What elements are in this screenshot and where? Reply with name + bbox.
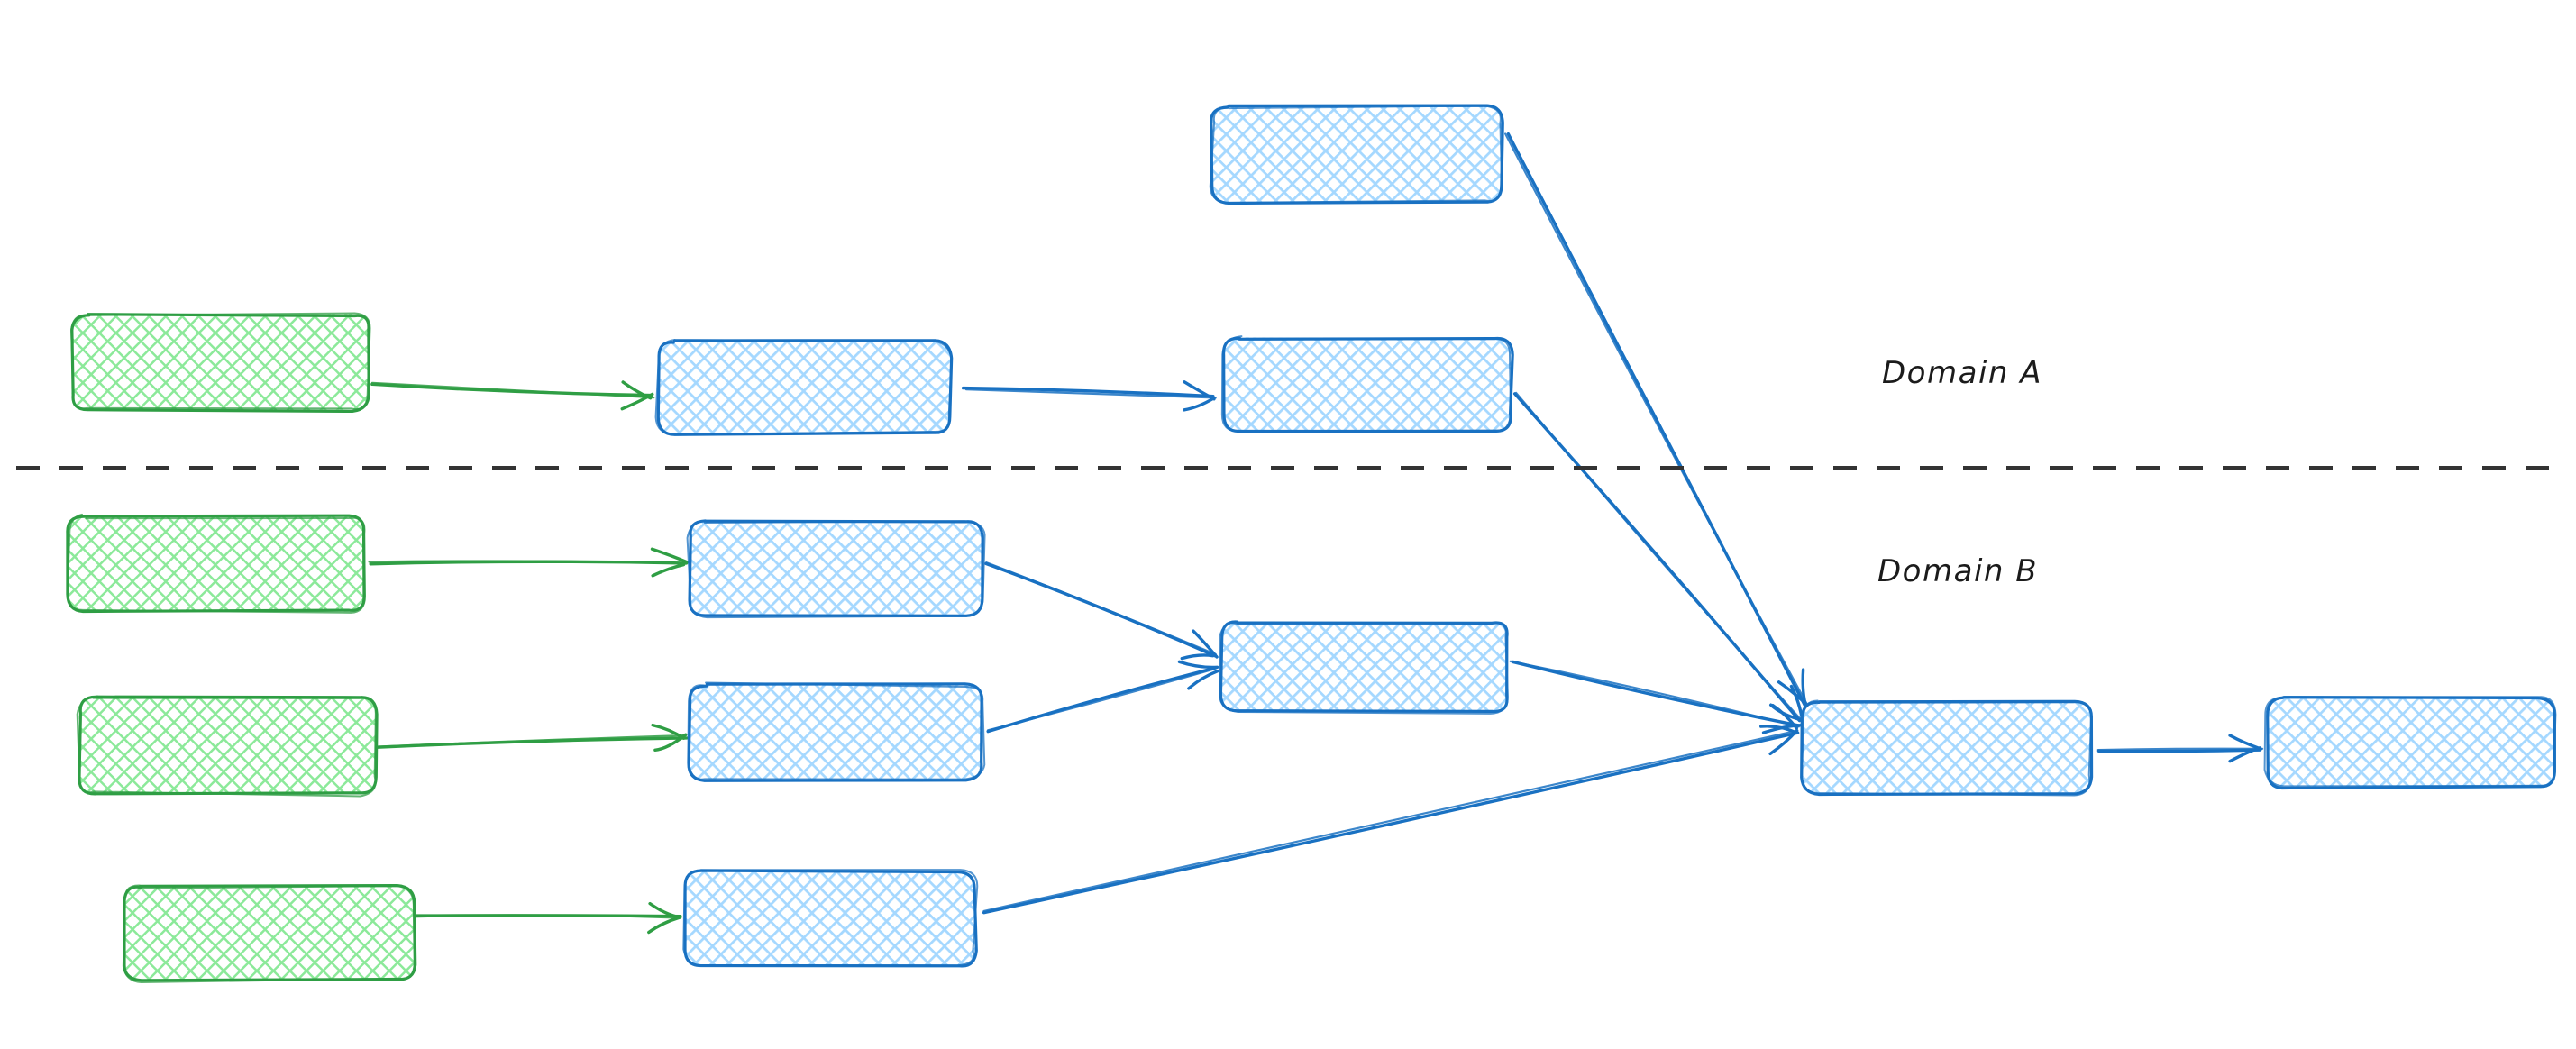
node-outline (1801, 699, 2093, 797)
node-b-process-1[interactable] (686, 519, 986, 619)
edge-arrow (986, 660, 1219, 734)
edge-arrow (413, 901, 682, 935)
node-outline (1220, 335, 1512, 433)
node-outline (687, 681, 986, 780)
node-a-source-1[interactable] (70, 312, 371, 414)
node-outline (1209, 105, 1503, 204)
node-b-process-3[interactable] (682, 869, 979, 968)
edge-arrow (1504, 132, 1808, 708)
node-b-source-1[interactable] (66, 513, 366, 614)
node-outline (66, 513, 366, 614)
node-outline (1219, 620, 1509, 714)
node-outline (122, 884, 416, 983)
node-outline (654, 338, 953, 436)
node-b-merge-1[interactable] (1219, 620, 1509, 715)
edges-layer (368, 132, 2264, 935)
node-fill (684, 871, 976, 967)
node-fill (78, 697, 378, 795)
node-b-source-2[interactable] (76, 695, 379, 798)
node-outline (2263, 696, 2557, 788)
edge-arrow (982, 725, 1800, 915)
node-a-process-1[interactable] (654, 338, 954, 436)
node-fill (657, 341, 952, 434)
node-a-process-2[interactable] (1220, 335, 1514, 433)
node-a-process-top[interactable] (1209, 104, 1504, 205)
node-fill (71, 314, 370, 411)
node-outline (70, 312, 371, 410)
node-outline (1219, 622, 1509, 715)
edge-arrow (368, 547, 690, 578)
node-b-merge-2[interactable] (1800, 699, 2094, 797)
domain-b-label: Domain B (1877, 553, 2039, 589)
node-fill (2266, 698, 2556, 787)
node-b-process-2[interactable] (687, 681, 986, 782)
node-outline (682, 869, 979, 967)
edge-arrow (376, 723, 689, 752)
node-outline (1210, 104, 1504, 205)
node-fill (1802, 700, 2092, 793)
domain-a-label: Domain A (1882, 355, 2042, 391)
node-fill (1211, 106, 1503, 203)
node-outline (686, 519, 986, 619)
node-fill (1220, 621, 1509, 713)
node-outline (76, 695, 377, 798)
node-fill (1223, 337, 1512, 432)
node-fill (68, 516, 366, 611)
edge-arrow (961, 380, 1217, 412)
edge-arrow (984, 561, 1219, 661)
edge-arrow (370, 380, 655, 411)
node-fill (689, 685, 983, 780)
node-fill (689, 520, 983, 616)
node-b-output-1[interactable] (2263, 696, 2557, 790)
node-fill (124, 885, 416, 981)
node-b-source-3[interactable] (122, 883, 417, 983)
nodes-layer (66, 104, 2557, 983)
edge-arrow (2096, 734, 2264, 763)
